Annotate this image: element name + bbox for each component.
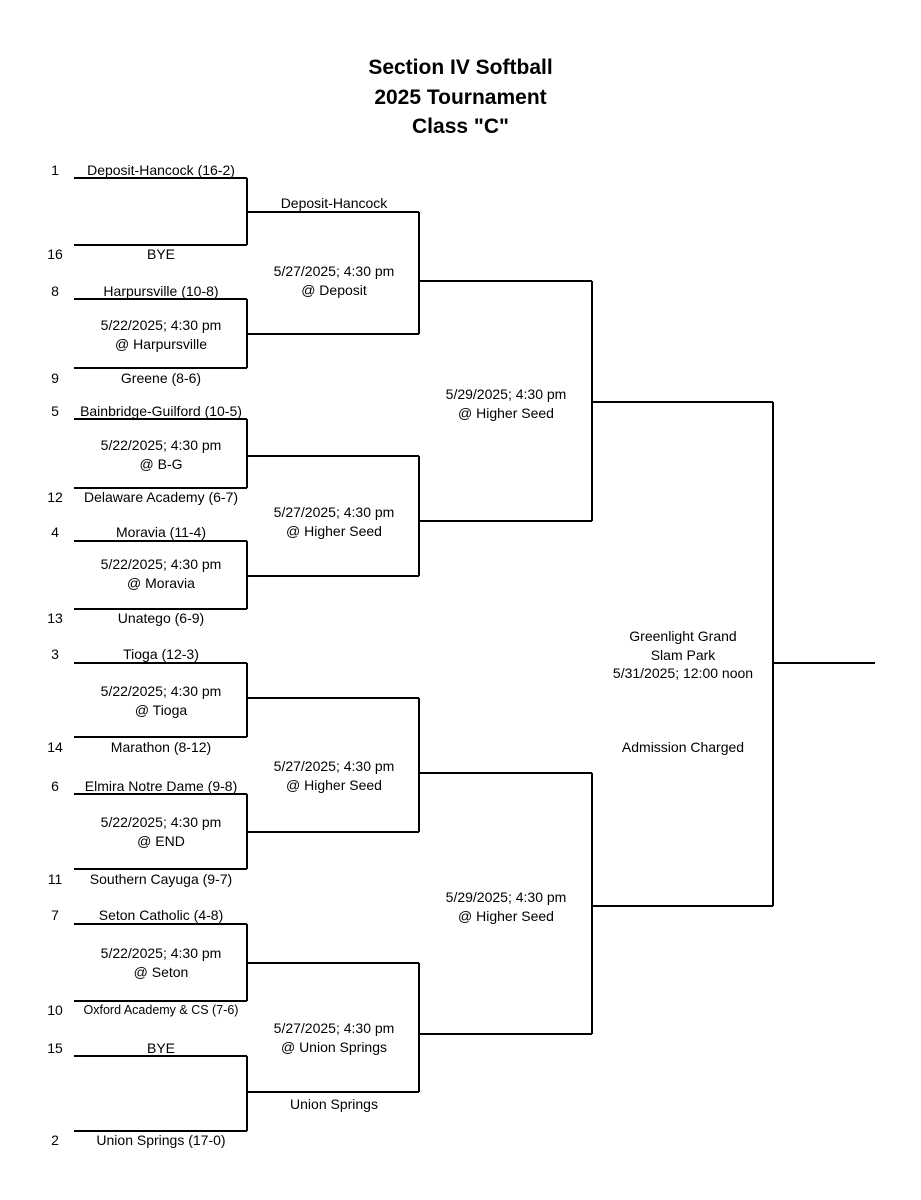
team-entry: Southern Cayuga (9-7) bbox=[89, 871, 233, 887]
game-site: @ B-G bbox=[139, 456, 183, 472]
game-date: 5/27/2025; 4:30 pm bbox=[273, 504, 395, 520]
game-info: 5/22/2025; 4:30 pm @ Moravia bbox=[74, 555, 248, 593]
seed-number: 7 bbox=[51, 907, 59, 923]
game-info: 5/27/2025; 4:30 pm @ Higher Seed bbox=[247, 757, 421, 795]
team-entry: BYE bbox=[146, 1040, 175, 1056]
game-date: 5/27/2025; 4:30 pm bbox=[273, 1020, 395, 1036]
game-site: @ Union Springs bbox=[280, 1039, 388, 1055]
bracket-subtitle: 2025 Tournament bbox=[374, 86, 547, 109]
team-entry: Deposit-Hancock (16-2) bbox=[87, 162, 235, 178]
game-site: @ Higher Seed bbox=[458, 405, 554, 421]
final-datetime: 5/31/2025; 12:00 noon bbox=[612, 665, 754, 681]
game-date: 5/22/2025; 4:30 pm bbox=[100, 945, 222, 961]
game-info: 5/29/2025; 4:30 pm @ Higher Seed bbox=[419, 385, 593, 423]
game-site: @ Tioga bbox=[134, 702, 188, 718]
game-info: 5/22/2025; 4:30 pm @ Tioga bbox=[74, 682, 248, 720]
team-entry: Tioga (12-3) bbox=[123, 646, 199, 662]
team-entry: Unatego (6-9) bbox=[117, 610, 205, 626]
seed-number: 8 bbox=[51, 283, 59, 299]
seed-number: 15 bbox=[47, 1040, 63, 1056]
game-info: 5/22/2025; 4:30 pm @ END bbox=[74, 813, 248, 851]
game-date: 5/27/2025; 4:30 pm bbox=[273, 758, 395, 774]
seed-number: 6 bbox=[51, 778, 59, 794]
bracket-title: Section IV Softball bbox=[368, 56, 553, 79]
game-info: 5/27/2025; 4:30 pm @ Higher Seed bbox=[247, 503, 421, 541]
seed-number: 2 bbox=[51, 1132, 59, 1148]
game-info: 5/22/2025; 4:30 pm @ B-G bbox=[74, 436, 248, 474]
seed-number: 9 bbox=[51, 370, 59, 386]
game-date: 5/22/2025; 4:30 pm bbox=[100, 556, 222, 572]
team-entry: Bainbridge-Guilford (10-5) bbox=[80, 403, 242, 419]
game-date: 5/22/2025; 4:30 pm bbox=[100, 683, 222, 699]
seed-number: 14 bbox=[47, 739, 63, 755]
final-venue: Slam Park bbox=[650, 646, 716, 663]
game-date: 5/22/2025; 4:30 pm bbox=[100, 317, 222, 333]
seed-number: 10 bbox=[47, 1002, 63, 1018]
final-venue: Greenlight Grand bbox=[629, 628, 737, 644]
team-entry: BYE bbox=[146, 246, 175, 262]
game-site: @ Higher Seed bbox=[286, 777, 382, 793]
team-entry: Greene (8-6) bbox=[120, 370, 202, 386]
seed-number: 16 bbox=[47, 246, 63, 262]
game-site: @ Moravia bbox=[127, 575, 195, 591]
seed-number: 12 bbox=[47, 489, 63, 505]
team-entry: Moravia (11-4) bbox=[116, 524, 206, 540]
seed-number: 4 bbox=[51, 524, 59, 540]
team-entry: Seton Catholic (4-8) bbox=[98, 907, 224, 923]
game-date: 5/29/2025; 4:30 pm bbox=[445, 386, 567, 402]
game-site: @ Higher Seed bbox=[458, 908, 554, 924]
seed-number: 13 bbox=[47, 610, 63, 626]
seed-number: 3 bbox=[51, 646, 59, 662]
game-site: @ Higher Seed bbox=[286, 523, 382, 539]
bracket-class: Class "C" bbox=[412, 115, 509, 138]
team-entry: Delaware Academy (6-7) bbox=[83, 489, 239, 505]
game-date: 5/27/2025; 4:30 pm bbox=[273, 263, 395, 279]
game-date: 5/22/2025; 4:30 pm bbox=[100, 814, 222, 830]
game-site: @ END bbox=[137, 833, 185, 849]
game-info: 5/22/2025; 4:30 pm @ Seton bbox=[74, 944, 248, 982]
seed-number: 11 bbox=[47, 871, 63, 887]
final-admission: Admission Charged bbox=[621, 739, 745, 755]
seed-number: 5 bbox=[51, 403, 59, 419]
bye-advance-team: Union Springs bbox=[290, 1096, 378, 1112]
team-entry: Elmira Notre Dame (9-8) bbox=[84, 778, 238, 794]
game-site: @ Deposit bbox=[301, 282, 367, 298]
game-info: 5/27/2025; 4:30 pm @ Deposit bbox=[247, 262, 421, 300]
team-entry: Harpursville (10-8) bbox=[103, 283, 219, 299]
game-site: @ Harpursville bbox=[114, 336, 207, 352]
seed-number: 1 bbox=[51, 162, 59, 178]
game-info: 5/22/2025; 4:30 pm @ Harpursville bbox=[74, 316, 248, 354]
bye-advance-team: Deposit-Hancock bbox=[280, 195, 388, 211]
game-info: 5/27/2025; 4:30 pm @ Union Springs bbox=[247, 1019, 421, 1057]
game-date: 5/29/2025; 4:30 pm bbox=[445, 889, 567, 905]
team-entry: Marathon (8-12) bbox=[110, 739, 212, 755]
game-info: 5/29/2025; 4:30 pm @ Higher Seed bbox=[419, 888, 593, 926]
game-site: @ Seton bbox=[133, 964, 189, 980]
team-entry: Oxford Academy & CS (7-6) bbox=[83, 1003, 239, 1017]
game-date: 5/22/2025; 4:30 pm bbox=[100, 437, 222, 453]
team-entry: Union Springs (17-0) bbox=[96, 1132, 226, 1148]
final-info: Greenlight Grand Slam Park 5/31/2025; 12… bbox=[592, 627, 774, 683]
